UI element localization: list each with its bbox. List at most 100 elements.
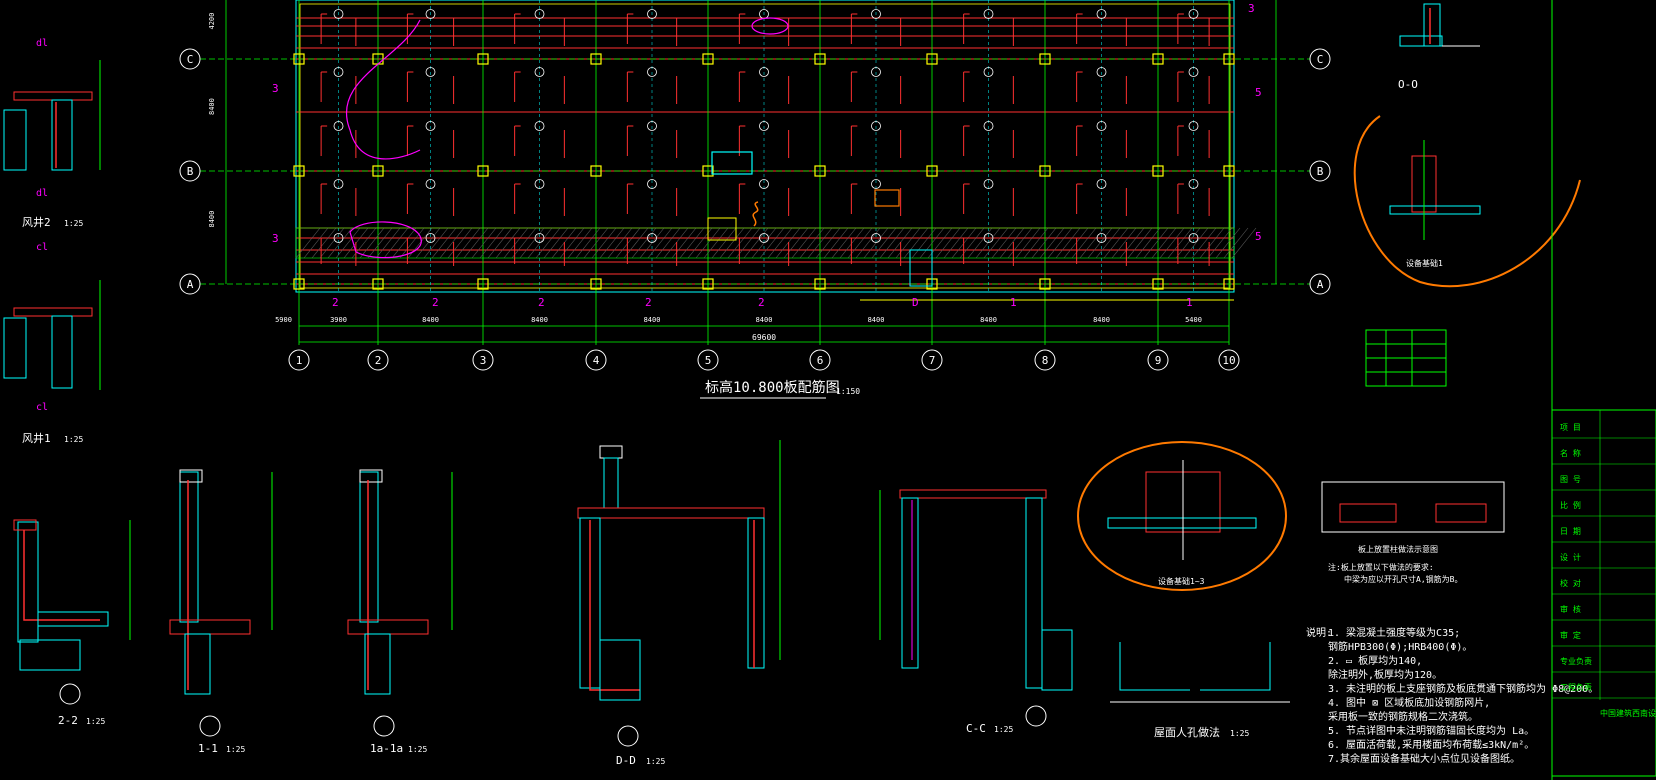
- plan-hatch-stroke: [1215, 227, 1241, 259]
- axis-row-label: C: [187, 53, 194, 66]
- plan-hatch-stroke: [1135, 227, 1161, 259]
- axis-col-label: 8: [1042, 354, 1049, 367]
- oo-base: [1399, 35, 1443, 47]
- shaft1-label: 风井1: [22, 431, 51, 445]
- plan-hatch-stroke: [1183, 227, 1209, 259]
- axis-col-label: 6: [817, 354, 824, 367]
- plan-hatch-stroke: [991, 227, 1017, 259]
- plan-section-marker: 2: [645, 296, 652, 309]
- sec11-cap: [179, 469, 203, 483]
- plan-hatch-stroke: [383, 227, 409, 259]
- plan-section-marker: 3: [1248, 2, 1255, 15]
- plan-hatch-stroke: [679, 227, 705, 259]
- plan-rebar-tag: [1188, 121, 1199, 131]
- plan-hatch-stroke: [1015, 227, 1041, 259]
- plan-column: [477, 53, 489, 65]
- plan-column: [477, 278, 489, 290]
- seccc-footing: [1041, 629, 1073, 691]
- plan-section-marker: 5: [1255, 86, 1262, 99]
- plan-rebar-tag: [534, 121, 545, 131]
- sec11-scale: 1:25: [226, 745, 245, 754]
- plan-rebar-tag: [1096, 233, 1107, 243]
- plan-hatch-stroke: [1079, 227, 1105, 259]
- shaft2-wall-right: [51, 99, 73, 171]
- hatch-left: [1119, 642, 1190, 691]
- eb1-slab: [1389, 205, 1481, 215]
- row-dimension-label: 8400: [208, 98, 216, 115]
- plan-hatch-stroke: [711, 227, 737, 259]
- equipment-base-detail-1-3: 设备基础1~3: [1077, 441, 1287, 591]
- axis-row-bubble: [1309, 160, 1331, 182]
- axis-col-bubble: [1147, 349, 1169, 371]
- plan-hatch-stroke: [1095, 227, 1121, 259]
- note-line: 4. 图中 ⊠ 区域板底加设钢筋网片,: [1328, 696, 1490, 709]
- plan-section-marker: 5: [1255, 230, 1262, 243]
- eb3-label: 设备基础1~3: [1158, 576, 1205, 586]
- plan-rebar-tag: [647, 121, 657, 131]
- plan-hatch-stroke: [527, 227, 553, 259]
- note-diagram-b: [1435, 503, 1487, 523]
- plan-hatch-stroke: [375, 227, 401, 259]
- secdd-scale: 1:25: [646, 757, 665, 766]
- title-row-label: 比 例: [1560, 500, 1581, 510]
- plan-hatch-stroke: [1063, 227, 1089, 259]
- roof-hatch-scale: 1:25: [1230, 729, 1249, 738]
- axis-row-bubble: [179, 48, 201, 70]
- axis-col-label: 5: [705, 354, 712, 367]
- plan-rebar-tag: [534, 9, 545, 19]
- plan-rebar-tag: [983, 9, 994, 19]
- plan-opening: [711, 151, 753, 175]
- plan-hatch-stroke: [615, 227, 641, 259]
- plan-section-marker: 1: [1010, 296, 1017, 309]
- plan-hatch-stroke: [815, 227, 841, 259]
- plan-hatch-stroke: [807, 227, 833, 259]
- plan-rebar-tag: [871, 67, 881, 77]
- plan-column: [1152, 165, 1164, 177]
- sec1a-label: 1a-1a: [370, 742, 403, 755]
- plan-hatch-stroke: [1207, 227, 1233, 259]
- plan-section-marker: D: [912, 296, 919, 309]
- plan-section-marker: 2: [538, 296, 545, 309]
- plan-hatch-stroke: [1127, 227, 1153, 259]
- small-data-table: [1365, 329, 1447, 387]
- plan-rebar-tag: [647, 9, 657, 19]
- plan-rebar-tag: [759, 121, 769, 131]
- plan-column: [1152, 278, 1164, 290]
- plan-column: [1039, 165, 1051, 177]
- axis-col-bubble: [585, 349, 607, 371]
- plan-hatch-stroke: [359, 227, 385, 259]
- sec22-footing: [19, 639, 81, 671]
- plan-hatch-stroke: [759, 227, 785, 259]
- sec1a-wall: [359, 471, 379, 623]
- bay-dimension-label: 8400: [868, 316, 885, 324]
- plan-hatch-stroke: [671, 227, 697, 259]
- plan-hatch-stroke: [783, 227, 809, 259]
- oo-label: O-O: [1398, 78, 1418, 91]
- plan-hatch-stroke: [663, 227, 689, 259]
- secdd-axis-bubble: [617, 725, 639, 747]
- plan-rebar-tag: [1188, 67, 1199, 77]
- axis-col-label: 2: [375, 354, 382, 367]
- axis-col-bubble: [921, 349, 943, 371]
- plan-hatch-stroke: [975, 227, 1001, 259]
- plan-hatch-stroke: [335, 227, 361, 259]
- note-line: 3. 未注明的板上支座钢筋及板底贯通下钢筋均为 Φ8@200。: [1328, 682, 1598, 695]
- axis-col-bubble: [472, 349, 494, 371]
- plan-rebar-tag: [647, 179, 657, 189]
- eb1-label: 设备基础1: [1406, 258, 1443, 268]
- plan-hatch-stroke: [935, 227, 961, 259]
- sec11-axis-bubble: [199, 715, 221, 737]
- note-diagram-title: 板上放置柱做法示意图: [1358, 544, 1438, 554]
- plan-hatch-stroke: [1151, 227, 1177, 259]
- plan-column: [926, 165, 938, 177]
- plan-hatch-stroke: [1143, 227, 1169, 259]
- plan-hatch-stroke: [431, 227, 457, 259]
- plan-hatch-stroke: [1103, 227, 1129, 259]
- plan-hatch-stroke: [903, 227, 929, 259]
- plan-revision-cloud: [349, 221, 422, 259]
- axis-row-label: B: [187, 165, 194, 178]
- plan-hatch-stroke: [871, 227, 897, 259]
